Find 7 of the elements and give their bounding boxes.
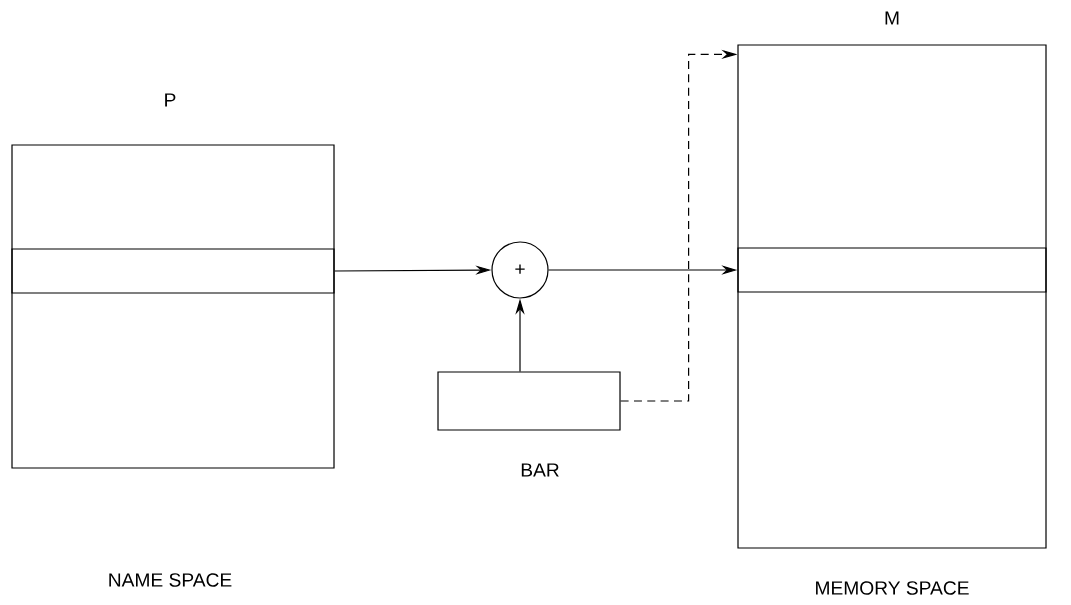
space-caption: NAME SPACE: [109, 573, 232, 587]
memory-row-band: [737, 247, 1047, 293]
memory-row-band: [11, 248, 335, 294]
box-label: M: [885, 11, 899, 25]
space-caption: MEMORY SPACE: [816, 581, 969, 595]
box-label: BAR: [521, 463, 559, 477]
box-label: P: [165, 93, 176, 107]
